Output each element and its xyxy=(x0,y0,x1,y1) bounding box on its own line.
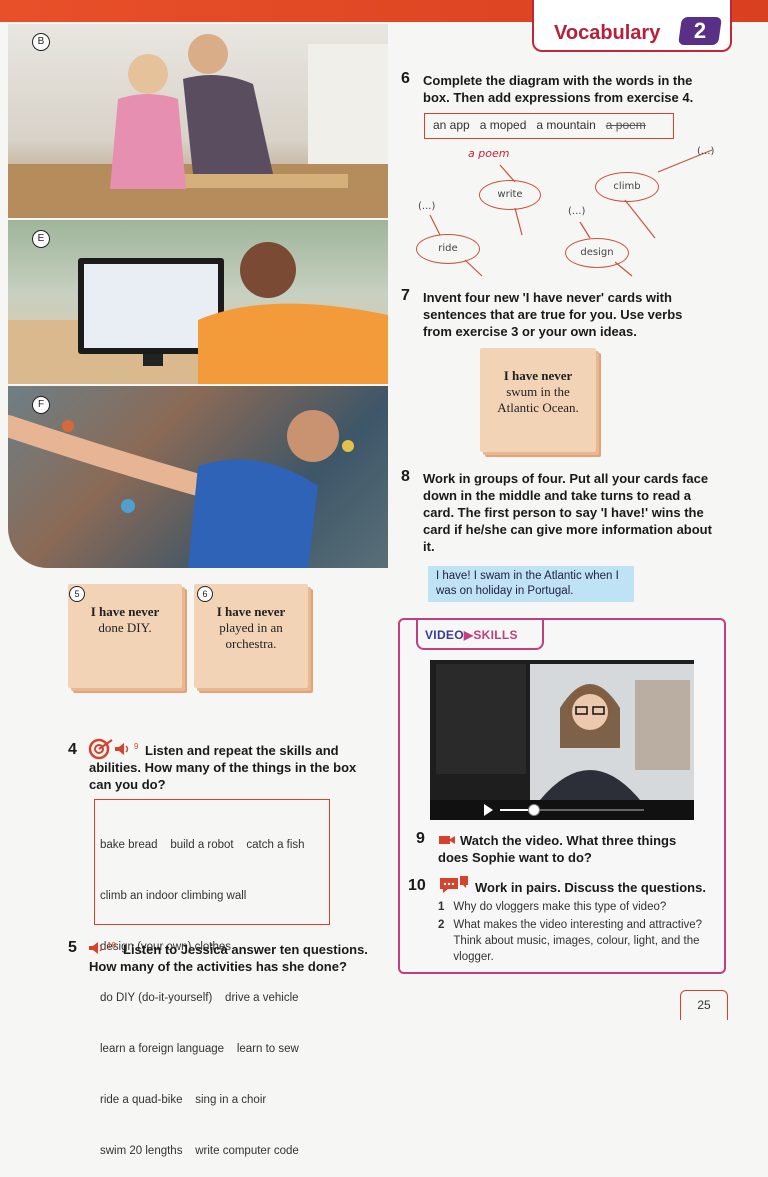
video-frame xyxy=(436,664,694,800)
skills-line: climb an indoor climbing wall xyxy=(100,890,247,902)
card-6: I have never played in an orchestra. xyxy=(194,584,308,688)
ex4-instruction: Listen and repeat the skills and abiliti… xyxy=(89,743,357,792)
ex7-number: 7 xyxy=(401,287,410,304)
question-item: 2 What makes the video interesting and a… xyxy=(438,917,704,965)
unit-number: 2 xyxy=(693,18,707,43)
skills-line: bake bread build a robot catch a fish xyxy=(100,839,305,851)
photo-f-climbing xyxy=(8,386,388,568)
card-6-number: 6 xyxy=(197,586,213,602)
photo-b-label: B xyxy=(32,33,50,51)
ex4-track-number: 9 xyxy=(134,742,139,751)
ex6-word-box: an app a moped a mountain a poem xyxy=(424,113,674,139)
photo-b-diy xyxy=(8,24,388,218)
skills-line: design (your own) clothes xyxy=(100,941,232,953)
card-5: I have never done DIY. xyxy=(68,584,182,688)
diagram-blank-design: (...) xyxy=(568,206,586,217)
skills-line: swim 20 lengths write computer code xyxy=(100,1145,299,1157)
ex4-number: 4 xyxy=(68,741,77,758)
ex6-instruction: Complete the diagram with the words in t… xyxy=(423,73,694,105)
video-progress-track[interactable] xyxy=(500,809,644,811)
section-title: Vocabulary xyxy=(554,22,661,44)
card-6-text: played in an orchestra. xyxy=(219,620,283,651)
example-card-bold: I have never xyxy=(503,368,573,383)
ex5-track-number: 10 xyxy=(107,941,116,950)
word-a-mountain: a mountain xyxy=(536,118,596,132)
diagram-blank-climb: (...) xyxy=(697,146,715,157)
diagram-ride: ride xyxy=(416,234,480,264)
diagram-blank-ride: (...) xyxy=(418,201,436,212)
diagram-write: write xyxy=(479,180,541,210)
photo-b-illustration xyxy=(8,34,388,218)
ex8-number: 8 xyxy=(401,468,410,485)
question-number: 1 xyxy=(438,901,445,913)
ex8-instruction: Work in groups of four. Put all your car… xyxy=(423,471,712,554)
word-a-moped: a moped xyxy=(479,118,527,132)
diagram-design: design xyxy=(565,238,629,268)
photo-e-label: E xyxy=(32,230,50,248)
ex9-number: 9 xyxy=(416,830,425,847)
audio-speaker-icon[interactable] xyxy=(88,941,106,955)
video-skills-tab xyxy=(416,620,544,650)
example-card-text: swum in the Atlantic Ocean. xyxy=(497,384,579,415)
question-item: 1 Why do vloggers make this type of vide… xyxy=(438,899,704,915)
video-skills-label: VIDEO▶SKILLS xyxy=(425,628,518,642)
video-player[interactable] xyxy=(430,660,694,820)
video-progress-fill xyxy=(500,809,532,811)
card-6-bold: I have never xyxy=(216,604,286,619)
question-text: What makes the video interesting and att… xyxy=(453,919,703,963)
question-text: Why do vloggers make this type of video? xyxy=(453,901,667,913)
skills-label: SKILLS xyxy=(473,628,518,642)
skills-line: ride a quad-bike sing in a choir xyxy=(100,1094,267,1106)
ex10-question-list: 1 Why do vloggers make this type of vide… xyxy=(438,899,704,965)
page-number: 25 xyxy=(680,990,728,1020)
discussion-icon xyxy=(440,876,468,893)
card-5-bold: I have never xyxy=(90,604,160,619)
skills-line: learn a foreign language learn to sew xyxy=(100,1043,299,1055)
video-camera-icon xyxy=(439,836,455,844)
example-card: I have never swum in the Atlantic Ocean. xyxy=(480,348,596,452)
ex5-instruction: Listen to Jessica answer ten questions. … xyxy=(89,942,368,974)
target-skills-icon xyxy=(88,738,113,760)
play-icon[interactable] xyxy=(482,803,494,817)
diagram-climb: climb xyxy=(595,172,659,202)
word-an-app: an app xyxy=(433,118,470,132)
word-a-poem-crossed: a poem xyxy=(605,118,646,132)
ex6-number: 6 xyxy=(401,70,410,87)
ex7-instruction: Invent four new 'I have never' cards wit… xyxy=(423,290,683,339)
ex10-instruction: Work in pairs. Discuss the questions. xyxy=(475,880,706,895)
video-label: VIDEO xyxy=(425,628,464,642)
photo-e-coding xyxy=(8,220,388,384)
skills-line: do DIY (do-it-yourself) drive a vehicle xyxy=(100,992,299,1004)
speech-bubble: I have! I swam in the Atlantic when I wa… xyxy=(428,566,634,602)
card-5-number: 5 xyxy=(69,586,85,602)
ex5-number: 5 xyxy=(68,939,77,956)
photo-f-label: F xyxy=(32,396,50,414)
question-number: 2 xyxy=(438,919,445,931)
ex4-skills-box: bake bread build a robot catch a fish cl… xyxy=(94,799,330,1157)
audio-speaker-icon[interactable] xyxy=(114,742,132,756)
card-5-text: done DIY. xyxy=(98,620,152,635)
ex9-instruction: Watch the video. What three things does … xyxy=(438,833,677,865)
ex10-number: 10 xyxy=(408,877,426,894)
photo-f-illustration xyxy=(8,410,354,568)
video-scrubber[interactable] xyxy=(528,804,540,816)
diagram-a-poem: a poem xyxy=(468,147,510,160)
photo-e-illustration xyxy=(8,242,388,384)
